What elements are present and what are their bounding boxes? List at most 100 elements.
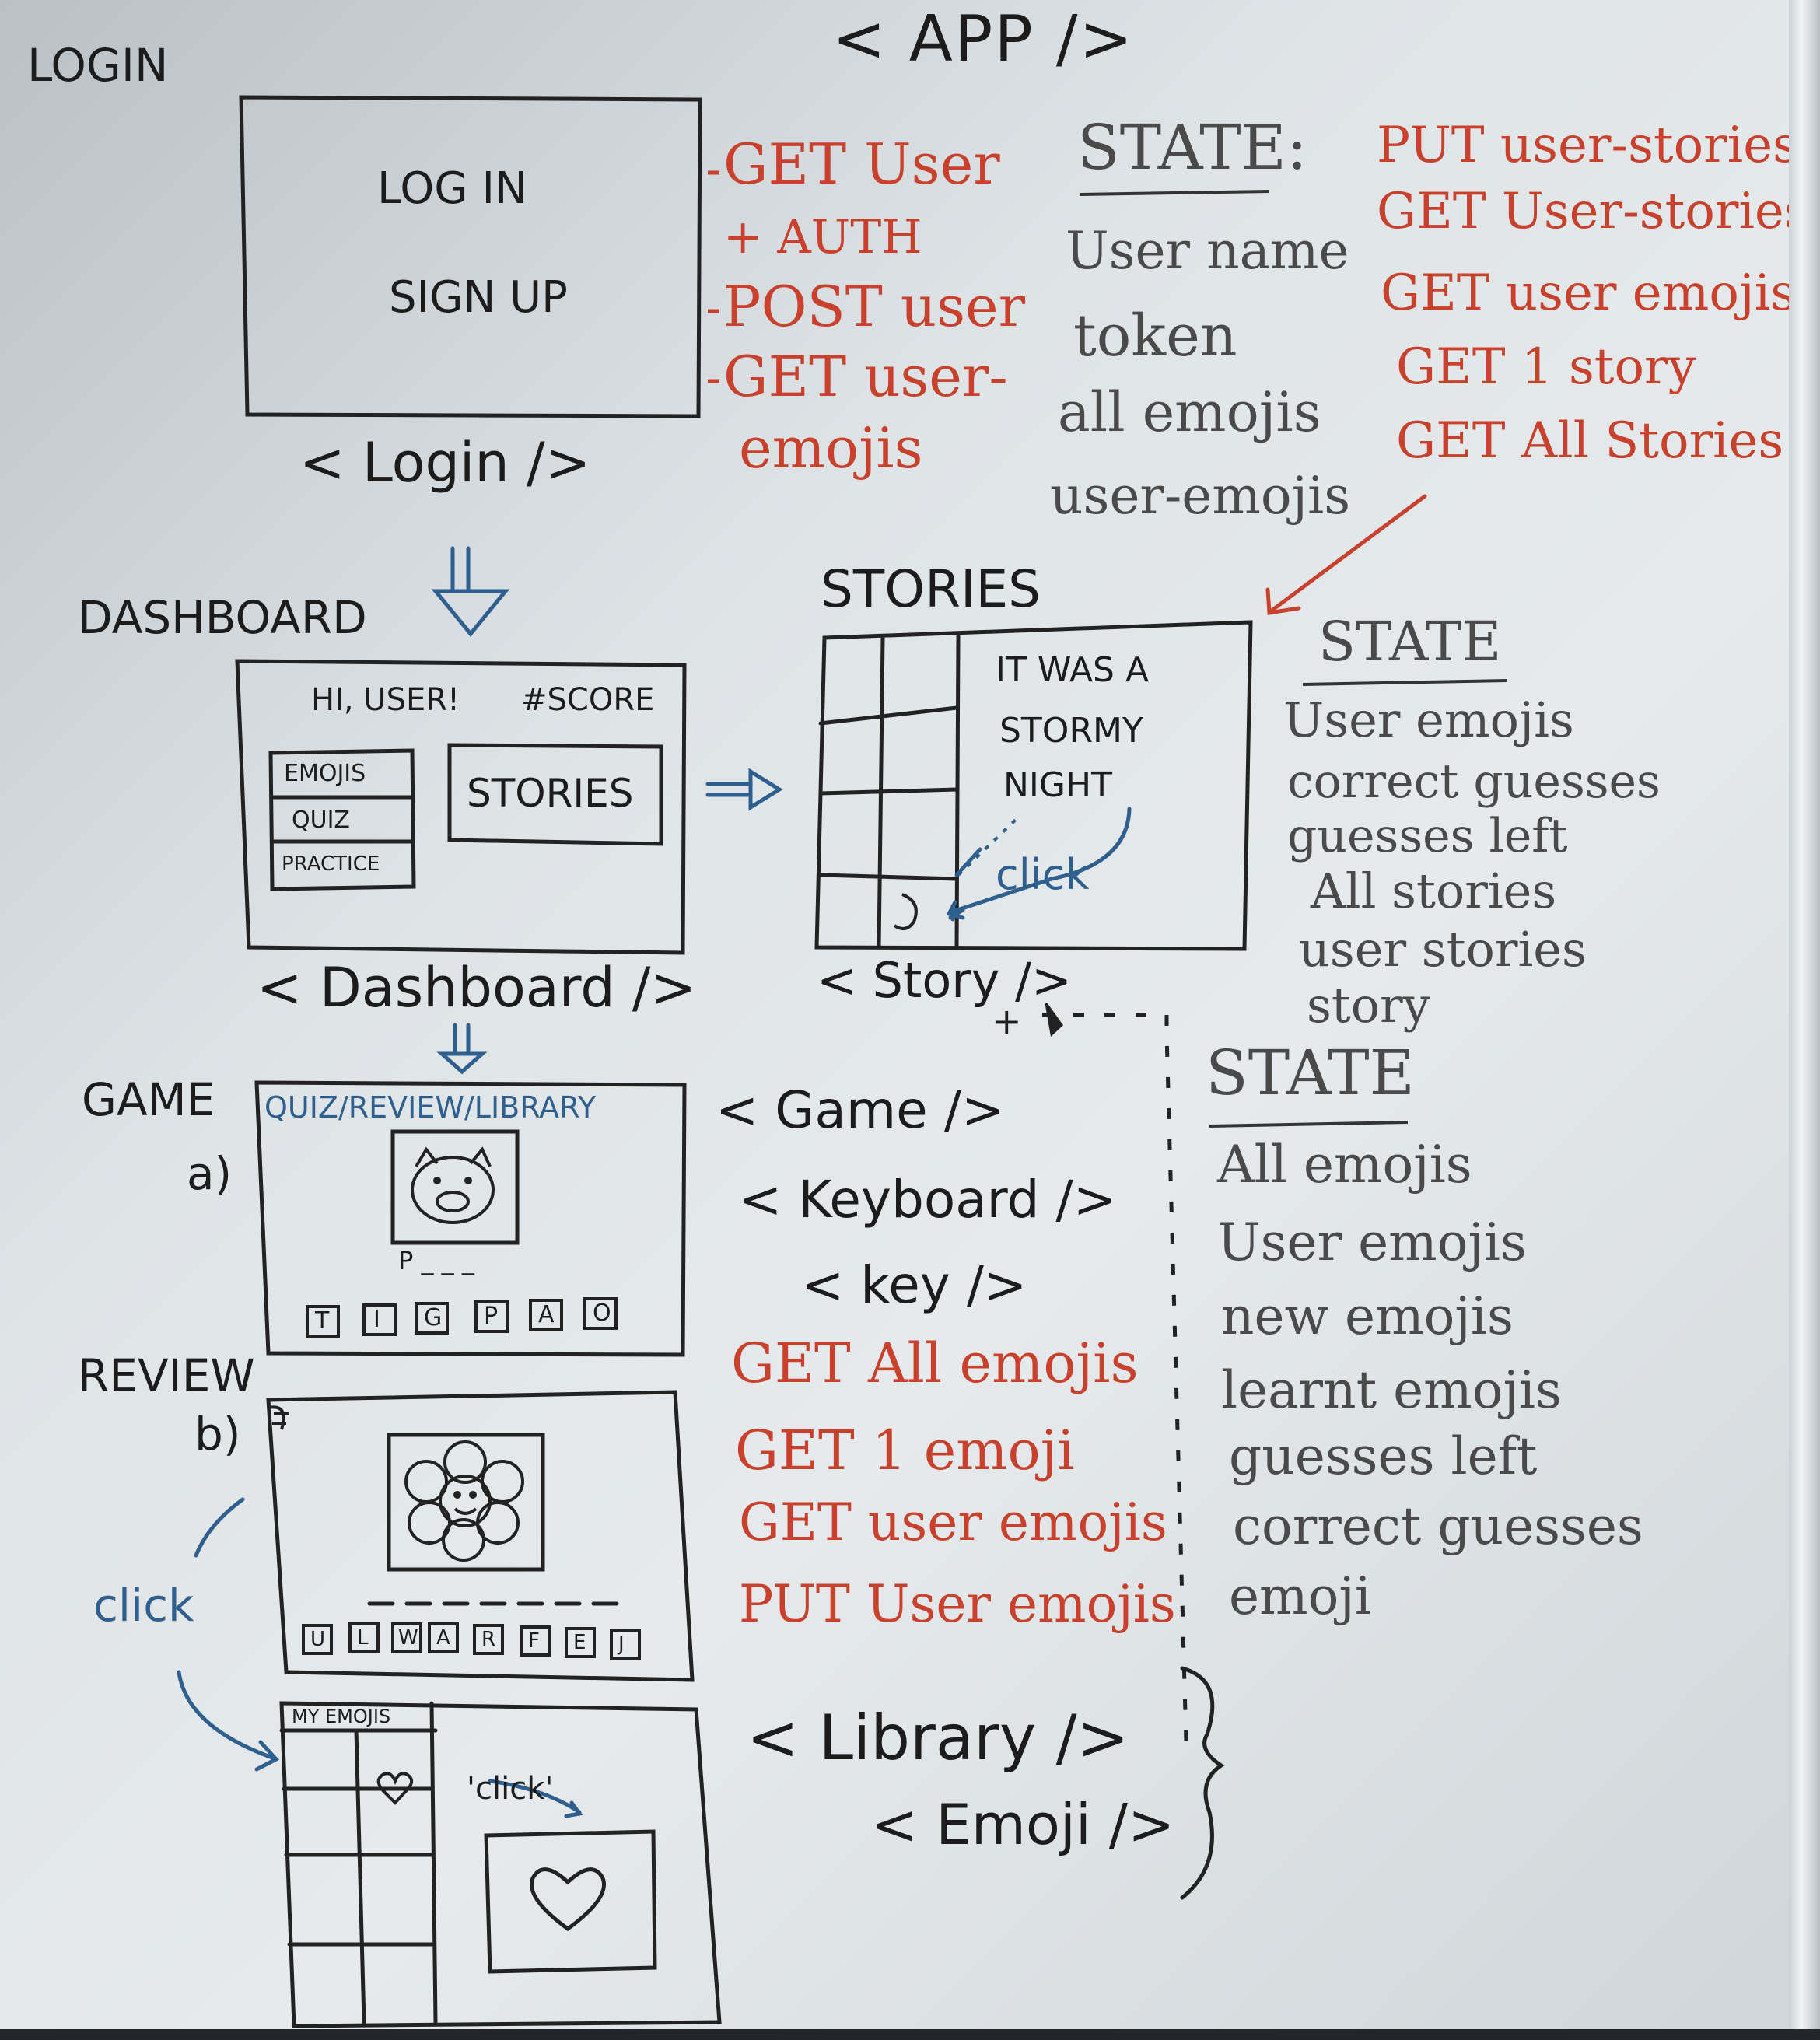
story-component-label: < Story /> — [817, 952, 1072, 1009]
game-state-user-emojis: User emojis — [1217, 1212, 1527, 1272]
red-arrow — [1265, 494, 1427, 615]
game-call-put-user-emojis: PUT User emojis — [739, 1574, 1176, 1634]
dashboard-box-outline — [235, 659, 687, 955]
stories-grid — [818, 634, 961, 950]
moon-icon — [893, 893, 918, 930]
game-key-g[interactable]: G — [424, 1304, 443, 1331]
game-box-outline — [254, 1080, 687, 1357]
stories-state-guesses-left: guesses left — [1287, 809, 1568, 863]
dashboard-menu-outline — [268, 748, 416, 891]
app-state-item-user-emojis: user-emojis — [1050, 466, 1351, 526]
login-button[interactable]: LOG IN — [377, 163, 527, 214]
dashboard-menu-quiz[interactable]: QUIZ — [292, 807, 350, 834]
review-key-e[interactable]: E — [573, 1631, 586, 1654]
small-heart-icon — [376, 1772, 414, 1805]
stories-box-outline — [814, 620, 1253, 951]
game-key-i[interactable]: I — [373, 1306, 380, 1333]
stories-state-heading: STATE — [1318, 610, 1502, 674]
app-state-item-username: User name — [1066, 221, 1349, 281]
game-state-correct-guesses: correct guesses — [1233, 1496, 1643, 1556]
review-key-w[interactable]: W — [398, 1626, 418, 1650]
game-state-guesses-left: guesses left — [1229, 1426, 1538, 1486]
stories-section-title: STORIES — [821, 559, 1041, 619]
large-heart-icon — [530, 1867, 606, 1932]
review-image-outline — [387, 1433, 545, 1572]
review-click-label: click — [93, 1579, 194, 1632]
story-plus: + — [992, 1000, 1022, 1042]
dashboard-menu-emojis[interactable]: EMOJIS — [284, 760, 366, 787]
story-text-line-2: STORMY — [999, 711, 1143, 751]
review-key-j[interactable]: J — [618, 1632, 625, 1656]
game-call-get-all-emojis: GET All emojis — [731, 1331, 1139, 1395]
review-key-a[interactable]: A — [436, 1626, 450, 1650]
review-box-outline — [266, 1390, 695, 1682]
review-key-f[interactable]: F — [528, 1629, 540, 1653]
review-section-title: REVIEW — [78, 1349, 255, 1402]
game-key-o[interactable]: O — [593, 1300, 611, 1327]
game-key-t[interactable]: T — [315, 1307, 330, 1335]
game-call-get-user-emojis: GET user emojis — [739, 1492, 1167, 1552]
game-component-label: < Game /> — [716, 1080, 1005, 1140]
library-grid — [279, 1701, 438, 2024]
login-component-label: < Login /> — [299, 431, 591, 495]
review-key-u[interactable]: U — [310, 1628, 326, 1651]
login-call-auth: + AUTH — [723, 210, 922, 264]
app-state-item-all-emojis: all emojis — [1058, 380, 1321, 444]
key-component-label: < key /> — [801, 1255, 1027, 1315]
game-state-all-emojis: All emojis — [1217, 1135, 1472, 1195]
game-key-squares — [306, 1297, 618, 1338]
app-call-put-user-stories: PUT user-stories — [1377, 117, 1798, 174]
app-call-get-all-stories: GET All Stories — [1396, 412, 1784, 470]
review-key-r[interactable]: R — [481, 1628, 496, 1651]
library-brace — [1180, 1666, 1225, 1900]
dashboard-section-title: DASHBOARD — [78, 591, 367, 644]
app-state-item-token: token — [1073, 303, 1237, 369]
dashboard-stories-button[interactable]: STORIES — [467, 771, 634, 816]
game-key-p[interactable]: P — [484, 1303, 499, 1330]
keyboard-component-label: < Keyboard /> — [739, 1170, 1117, 1230]
story-text-line-1: IT WAS A — [996, 650, 1150, 690]
flower-icon — [404, 1440, 524, 1562]
game-state-learnt-emojis: learnt emojis — [1221, 1360, 1562, 1420]
app-call-get-user-emojis: GET user emojis — [1381, 264, 1796, 322]
game-state-heading: STATE — [1206, 1037, 1415, 1109]
stories-dotted-link — [957, 815, 1020, 877]
stories-state-correct-guesses: correct guesses — [1287, 754, 1661, 809]
story-text-line-3: NIGHT — [1003, 765, 1112, 805]
stories-click-label: click — [996, 850, 1090, 899]
app-title: < APP /> — [832, 2, 1135, 76]
review-key-l[interactable]: L — [357, 1626, 369, 1650]
board-frame-right — [1789, 0, 1820, 2040]
game-hint: P _ _ _ — [398, 1246, 474, 1275]
game-section-letter: a) — [187, 1147, 233, 1200]
library-header: MY EMOJIS — [292, 1706, 391, 1727]
game-state-emoji: emoji — [1229, 1566, 1371, 1626]
pig-icon — [411, 1146, 495, 1224]
login-call-get-user-emojis-2: emojis — [739, 415, 923, 481]
signup-button[interactable]: SIGN UP — [389, 272, 568, 323]
dashboard-stories-outline — [447, 743, 663, 846]
review-key-squares — [302, 1622, 641, 1660]
library-component-label: < Library /> — [747, 1702, 1129, 1774]
app-call-get-1-story: GET 1 story — [1396, 338, 1696, 396]
stories-state-user-stories: user stories — [1299, 921, 1587, 978]
game-header-tabs[interactable]: QUIZ/REVIEW/LIBRARY — [264, 1090, 597, 1125]
stories-state-story: story — [1307, 977, 1430, 1034]
dashboard-menu-practice[interactable]: PRACTICE — [282, 852, 380, 876]
stories-state-all-stories: All stories — [1311, 863, 1557, 919]
game-section-title: GAME — [82, 1073, 215, 1126]
game-call-get-1-emoji: GET 1 emoji — [735, 1419, 1075, 1482]
dashed-link — [1042, 1013, 1188, 1743]
app-call-get-user-stories: GET User-stories — [1377, 183, 1810, 240]
flow-arrows — [177, 546, 1132, 1818]
library-click-label: 'click' — [467, 1771, 554, 1807]
stories-state-underline — [1302, 679, 1508, 686]
game-key-a[interactable]: A — [538, 1301, 555, 1328]
library-detail-outline — [484, 1829, 657, 1974]
dashboard-component-label: < Dashboard /> — [257, 956, 697, 1020]
emoji-component-label: < Emoji /> — [871, 1792, 1175, 1857]
login-call-get-user: GET User — [723, 131, 1000, 197]
link-arrowhead — [1045, 1003, 1063, 1037]
